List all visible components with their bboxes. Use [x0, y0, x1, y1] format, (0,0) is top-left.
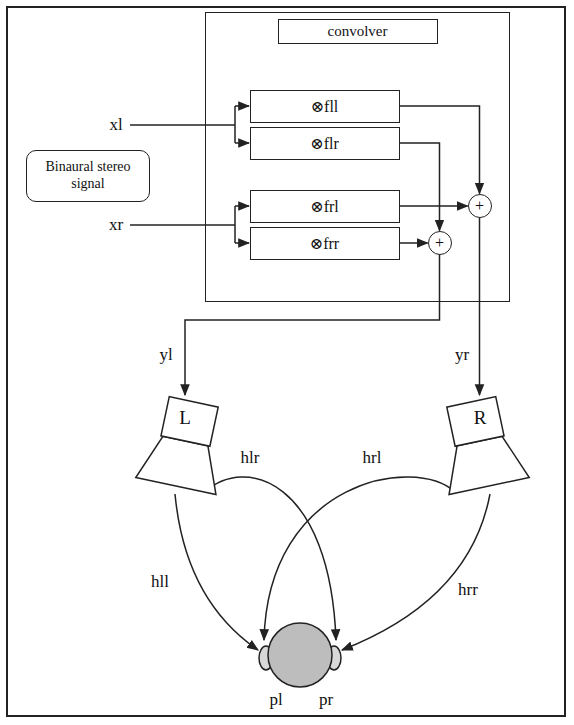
- path-name: hrr: [458, 580, 478, 600]
- sum-sign: +: [435, 235, 444, 251]
- node-text: ⊗frl: [310, 197, 339, 216]
- node-text: ⊗flr: [310, 134, 339, 153]
- path-name: hlr: [241, 448, 260, 468]
- filter-box: ⊗frr: [250, 227, 400, 260]
- signal-connector: [400, 242, 428, 244]
- filter-box: ⊗flr: [250, 127, 400, 160]
- signal-name: pl: [269, 690, 282, 710]
- signal-name: yl: [157, 345, 174, 365]
- signal-name: xl: [109, 115, 122, 135]
- path-name: hll: [151, 572, 169, 592]
- loudspeaker: R: [435, 395, 525, 490]
- filter-box: ⊗frl: [250, 190, 400, 223]
- node-text: L: [140, 407, 230, 429]
- node-text: R: [435, 407, 525, 429]
- signal-name: pr: [319, 690, 333, 710]
- loudspeaker: L: [140, 395, 230, 490]
- node-text: Binaural stereo signal: [35, 159, 141, 193]
- signal-connector: [400, 143, 440, 231]
- summing-node: +: [428, 231, 452, 255]
- node-text: ⊗fll: [311, 97, 339, 116]
- block-title: convolver: [278, 19, 438, 44]
- convolver-box: convolver ⊗fll ⊗flr ⊗frl ⊗frr + +: [205, 12, 510, 302]
- node-text: ⊗frr: [310, 234, 339, 253]
- listener-head: [259, 623, 341, 687]
- path-name: hrl: [363, 448, 382, 468]
- signal-name: xr: [109, 215, 123, 235]
- acoustic-paths: [175, 477, 490, 650]
- summing-node: +: [468, 194, 492, 218]
- signal-connector: [185, 255, 440, 396]
- signal-connector: [400, 205, 468, 207]
- sum-sign: +: [475, 198, 484, 214]
- signal-name: yr: [453, 345, 471, 365]
- filter-box: ⊗fll: [250, 90, 400, 123]
- source-box: Binaural stereo signal: [26, 150, 150, 202]
- signal-connector: [479, 218, 481, 396]
